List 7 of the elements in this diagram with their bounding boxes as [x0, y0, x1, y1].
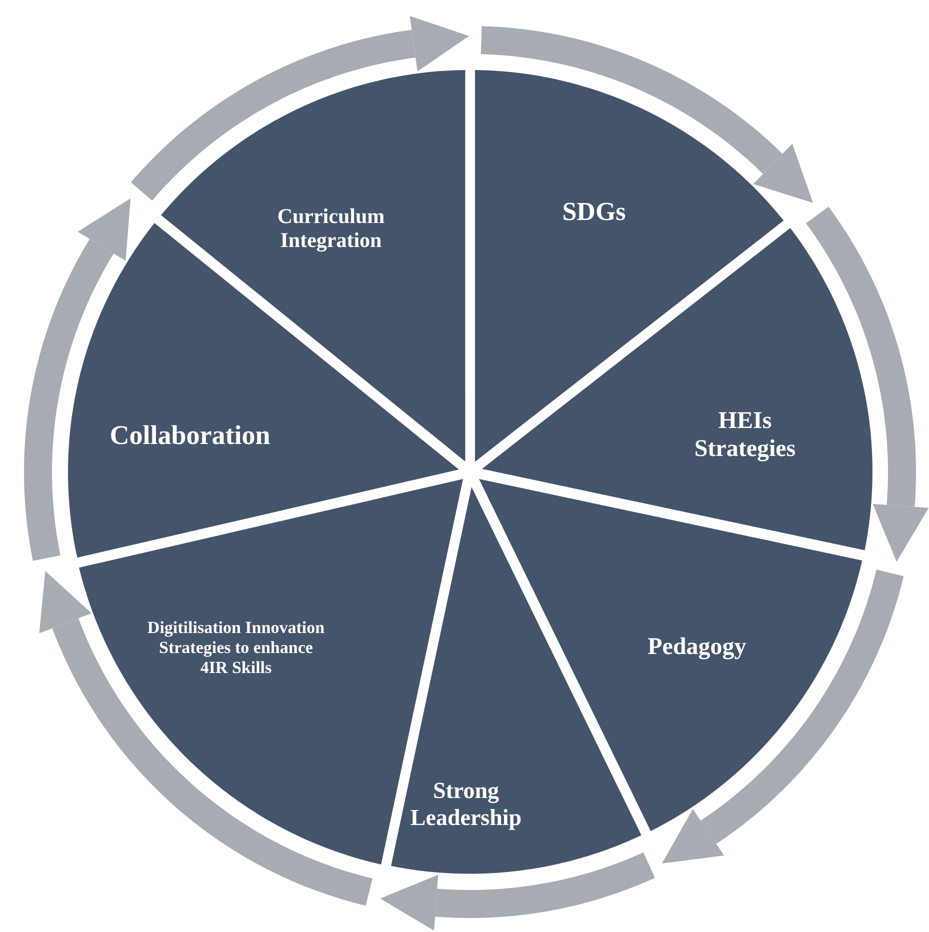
- segment-label: Curriculum Integration: [276, 204, 386, 252]
- segment-label: SDGs: [561, 196, 627, 227]
- segment-label: Digitilisation Innovation Strategies to enhance 4IR Skills: [146, 618, 326, 678]
- segment-label: HEIs Strategies: [693, 408, 797, 464]
- segment-label: Strong Leadership: [409, 778, 523, 832]
- segment-label: Pedagogy: [646, 634, 748, 662]
- segment-label: Collaboration: [108, 420, 272, 452]
